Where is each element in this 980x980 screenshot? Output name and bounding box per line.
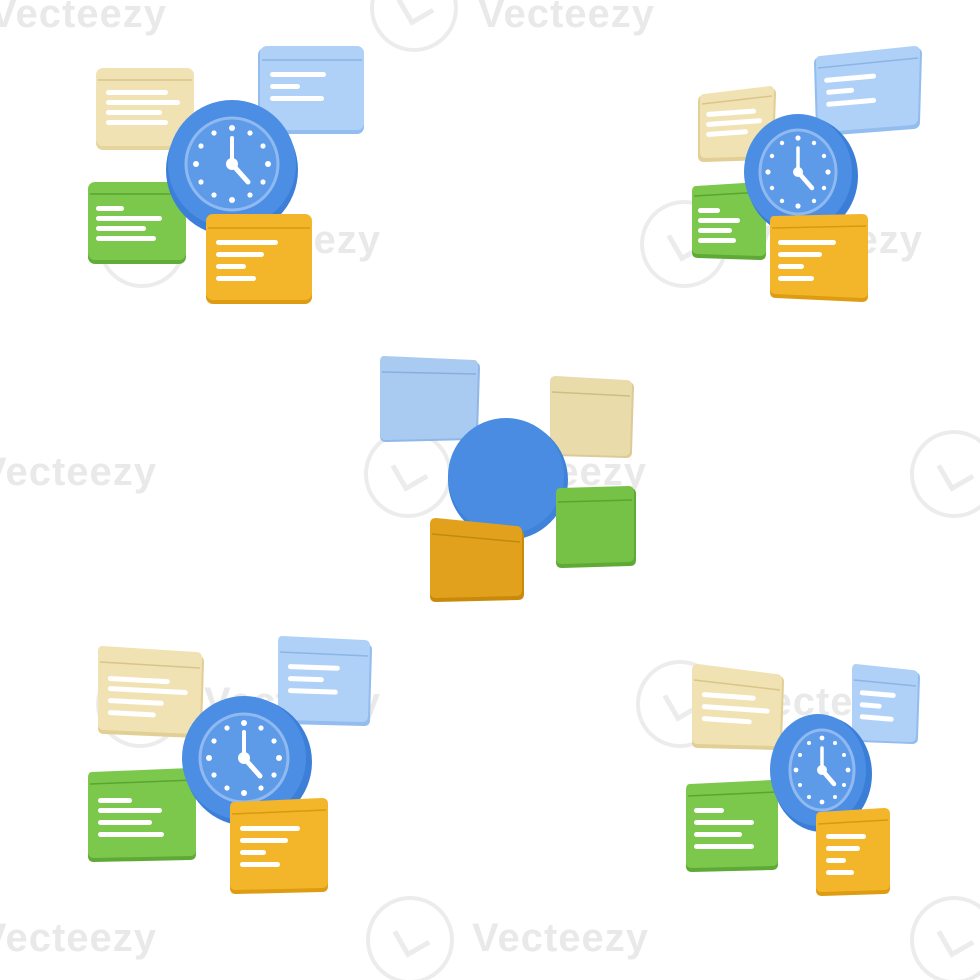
clock-with-windows-back-icon <box>378 354 640 604</box>
yellow-window-back-icon <box>430 518 524 602</box>
clock-icon <box>770 714 872 832</box>
beige-window-icon <box>98 646 204 738</box>
watermark-logo-icon <box>366 896 454 980</box>
blue-window-back-icon <box>380 356 480 442</box>
watermark-text: Vecteezy <box>0 0 168 36</box>
clock-with-windows-icon <box>86 44 368 306</box>
watermark-text: Vecteezy <box>472 916 650 960</box>
green-window-back-icon <box>556 486 636 568</box>
green-window-icon <box>686 780 778 872</box>
clock-icon <box>166 100 298 236</box>
blue-window-icon <box>852 664 920 744</box>
clock-icon <box>744 114 858 236</box>
clock-with-windows-icon <box>684 660 924 898</box>
green-window-icon <box>692 182 766 260</box>
green-window-icon <box>88 768 196 862</box>
watermark-logo-icon <box>910 896 980 980</box>
yellow-window-icon <box>230 798 328 894</box>
clock-with-windows-icon <box>690 44 922 306</box>
watermark-text: Vecteezy <box>478 0 656 36</box>
watermark-text: Vecteezy <box>0 450 158 494</box>
clock-back-icon <box>448 418 568 540</box>
watermark-text: Vecteezy <box>0 916 158 960</box>
watermark-logo-icon <box>370 0 458 52</box>
beige-window-back-icon <box>550 376 634 458</box>
yellow-window-icon <box>816 808 890 896</box>
beige-window-icon <box>96 68 194 150</box>
watermark-logo-icon <box>910 430 980 518</box>
yellow-window-icon <box>206 214 312 304</box>
clock-with-windows-icon <box>86 634 372 896</box>
yellow-window-icon <box>770 214 868 302</box>
blue-window-icon <box>814 46 922 136</box>
green-window-icon <box>88 182 186 264</box>
blue-window-icon <box>278 636 372 726</box>
beige-window-icon <box>692 664 784 750</box>
blue-window-icon <box>258 46 364 134</box>
clock-icon <box>182 696 312 826</box>
